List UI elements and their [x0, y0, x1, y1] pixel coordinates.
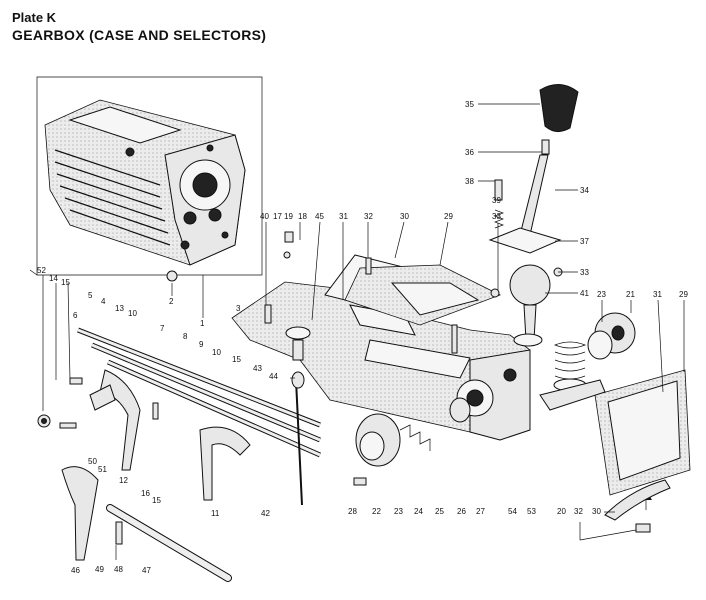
callout-47: 47 [142, 566, 151, 575]
callout-53: 53 [527, 507, 536, 516]
callout-31: 31 [339, 212, 348, 221]
callout-25: 25 [435, 507, 444, 516]
callout-26: 26 [457, 507, 466, 516]
callout-38: 38 [465, 177, 474, 186]
front-cover [355, 397, 471, 467]
callout-39: 39 [492, 196, 501, 205]
callout-54: 54 [508, 507, 517, 516]
callout-18: 18 [298, 212, 307, 221]
callout-30: 30 [400, 212, 409, 221]
callout-29: 29 [444, 212, 453, 221]
leader-lines [42, 103, 685, 560]
callout-44: 44 [269, 372, 278, 381]
callout-2: 2 [169, 297, 174, 306]
callout-15: 15 [232, 355, 241, 364]
top-covers [324, 254, 501, 326]
callout-1: 1 [200, 319, 205, 328]
callout-40: 40 [260, 212, 269, 221]
callout-42: 42 [261, 509, 270, 518]
callout-33: 33 [492, 212, 501, 221]
callout-17: 17 [273, 212, 282, 221]
callout-7: 7 [160, 324, 165, 333]
callout-19: 19 [284, 212, 293, 221]
callout-10: 10 [212, 348, 221, 357]
callout-49: 49 [95, 565, 104, 574]
callout-10: 10 [128, 309, 137, 318]
callout-31: 31 [653, 290, 662, 299]
callout-23: 23 [394, 507, 403, 516]
callout-52: 52 [37, 266, 46, 275]
callout-3: 3 [236, 304, 241, 313]
callout-13: 13 [115, 304, 124, 313]
callout-9: 9 [199, 340, 204, 349]
callout-33: 33 [580, 268, 589, 277]
callout-37: 37 [580, 237, 589, 246]
callout-45: 45 [315, 212, 324, 221]
callout-16: 16 [141, 489, 150, 498]
reverse-selector [61, 466, 232, 582]
callout-27: 27 [476, 507, 485, 516]
diagram-title: GEARBOX (CASE AND SELECTORS) [12, 27, 267, 43]
callout-5: 5 [88, 291, 93, 300]
gear-lever-assembly [488, 84, 579, 347]
callout-32: 32 [574, 507, 583, 516]
callout-14: 14 [49, 274, 58, 283]
callout-15: 15 [61, 278, 70, 287]
callout-29: 29 [679, 290, 688, 299]
spring-plunger [539, 341, 606, 411]
callout-50: 50 [88, 457, 97, 466]
callout-12: 12 [119, 476, 128, 485]
callout-labels: 35 36 34 38 39 37 33 33 41 23 21 31 29 4… [37, 100, 688, 575]
callout-48: 48 [114, 565, 123, 574]
callout-11: 11 [211, 509, 220, 518]
callout-51: 51 [98, 465, 107, 474]
callout-34: 34 [580, 186, 589, 195]
callout-46: 46 [71, 566, 80, 575]
callout-43: 43 [253, 364, 262, 373]
callout-8: 8 [183, 332, 188, 341]
callout-21: 21 [626, 290, 635, 299]
callout-32: 32 [364, 212, 373, 221]
callout-15: 15 [152, 496, 161, 505]
callout-23: 23 [597, 290, 606, 299]
callout-6: 6 [73, 311, 78, 320]
callout-28: 28 [348, 507, 357, 516]
callout-4: 4 [101, 297, 106, 306]
selector-rods [77, 327, 322, 458]
callout-30: 30 [592, 507, 601, 516]
rear-cover [587, 312, 636, 360]
callout-36: 36 [465, 148, 474, 157]
callout-41: 41 [580, 289, 589, 298]
callout-24: 24 [414, 507, 423, 516]
inset-case-view [29, 76, 263, 276]
callout-35: 35 [465, 100, 474, 109]
selector-forks [89, 369, 251, 501]
callout-20: 20 [557, 507, 566, 516]
callout-22: 22 [372, 507, 381, 516]
plate-label: Plate K [12, 10, 57, 25]
